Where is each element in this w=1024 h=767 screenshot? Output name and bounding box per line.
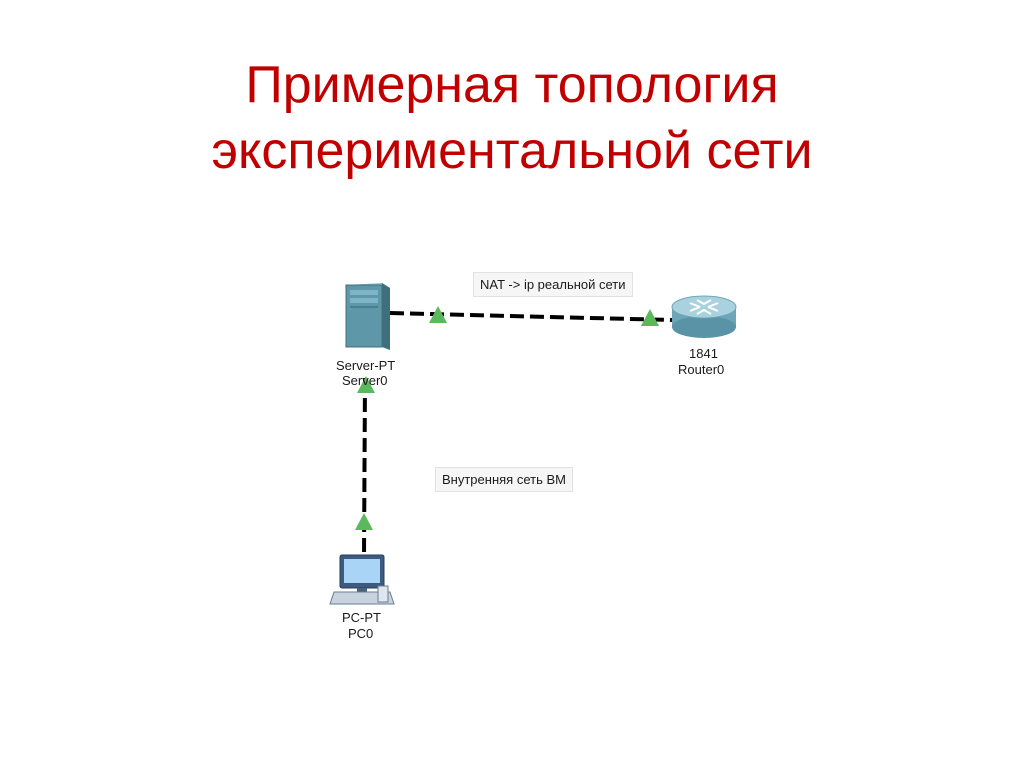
server-name-label: Server0 <box>342 373 388 388</box>
router-name-label: Router0 <box>678 362 725 377</box>
link-up-indicator <box>355 513 373 530</box>
slide-title-line-1: Примерная топология <box>245 56 779 114</box>
pc-type-label: PC-PT <box>342 610 381 625</box>
server-icon[interactable] <box>345 283 390 350</box>
router-type-label: 1841 <box>689 346 718 361</box>
pc-name-label: PC0 <box>348 626 374 641</box>
slide-title-line-2: экспериментальной сети <box>211 122 813 180</box>
server-type-label: Server-PT <box>336 358 396 373</box>
pc-icon[interactable] <box>329 554 395 605</box>
slide-title: Примерная топология экспериментальной се… <box>0 52 1024 184</box>
link-up-indicator <box>357 376 375 393</box>
internal-network-note[interactable]: Внутренняя сеть ВМ <box>435 467 573 492</box>
router-icon[interactable] <box>671 295 737 338</box>
link-up-indicator <box>641 309 659 326</box>
nat-note[interactable]: NAT -> ip реальной сети <box>473 272 633 297</box>
link-up-indicator <box>429 306 447 323</box>
